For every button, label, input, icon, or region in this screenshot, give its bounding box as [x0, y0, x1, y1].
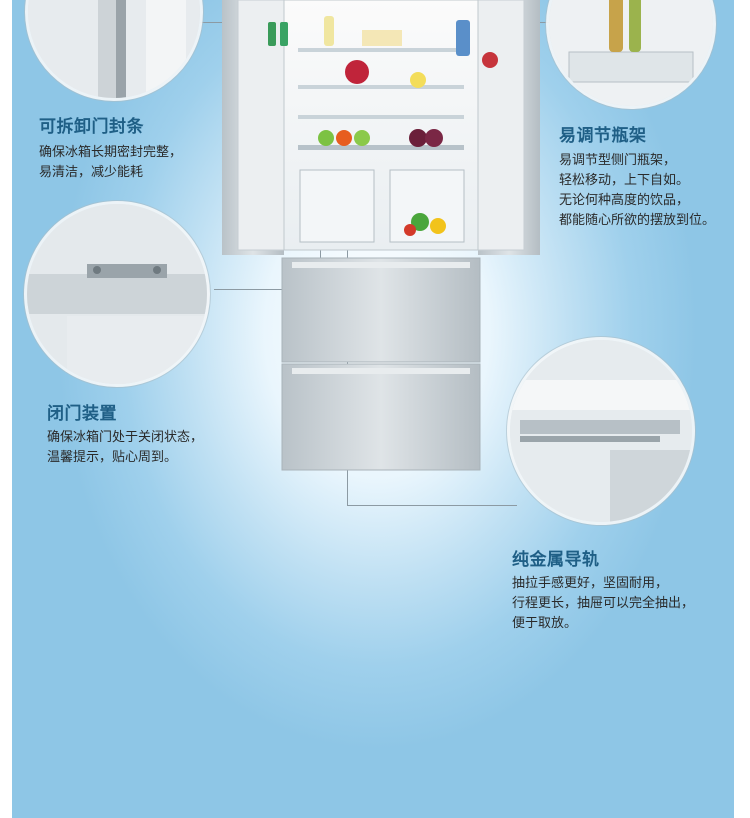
- feature-desc-line: 抽拉手感更好，坚固耐用，: [512, 576, 669, 591]
- freezer-drawer-top: [281, 257, 481, 363]
- pepper: [430, 218, 446, 234]
- grapes: [425, 129, 443, 147]
- feature-desc-line: 轻松移动，上下自如。: [559, 173, 690, 188]
- right-door-inner: [475, 0, 525, 251]
- apple: [318, 130, 334, 146]
- door-closer-photo: [27, 204, 207, 384]
- drawer-rail-photo-circle: [510, 340, 692, 522]
- crisper-drawer-right: [389, 169, 465, 243]
- apple: [336, 130, 352, 146]
- connector-line: [214, 289, 320, 290]
- fruit-bowl: [345, 60, 369, 84]
- bottle: [324, 16, 334, 46]
- feature-desc-metal-rail: 抽拉手感更好，坚固耐用， 行程更长，抽屉可以完全抽出， 便于取放。: [512, 574, 694, 634]
- feature-desc-door-close: 确保冰箱门处于关闭状态， 温馨提示，贴心周到。: [47, 428, 203, 468]
- bottle: [280, 22, 288, 46]
- feature-title-door-close: 闭门装置: [47, 404, 117, 424]
- feature-desc-line: 易清洁，减少能耗: [39, 165, 144, 180]
- shelf: [298, 85, 464, 89]
- feature-desc-line: 温馨提示，贴心周到。: [47, 450, 178, 465]
- jar: [482, 52, 498, 68]
- shelf: [298, 145, 464, 150]
- feature-desc-gasket: 确保冰箱长期密封完整， 易清洁，减少能耗: [39, 143, 182, 183]
- left-door-inner: [237, 0, 287, 251]
- freezer-drawer-bottom: [281, 363, 481, 471]
- vegetable: [411, 213, 429, 231]
- grapes: [409, 129, 427, 147]
- drawer-rail-photo: [510, 340, 692, 522]
- feature-desc-bottle-rack: 易调节型侧门瓶架， 轻松移动，上下自如。 无论何种高度的饮品， 都能随心所欲的摆…: [559, 151, 715, 231]
- food-box: [362, 30, 402, 46]
- feature-title-gasket: 可拆卸门封条: [39, 117, 144, 137]
- drawer-handle: [292, 262, 470, 268]
- shelf: [298, 48, 464, 52]
- lemon: [410, 72, 426, 88]
- feature-desc-line: 易调节型侧门瓶架，: [559, 153, 677, 168]
- drawer-handle: [292, 368, 470, 374]
- feature-desc-line: 便于取放。: [512, 616, 578, 631]
- feature-desc-line: 无论何种高度的饮品，: [559, 193, 690, 208]
- milk-carton: [456, 20, 470, 56]
- feature-desc-line: 确保冰箱长期密封完整，: [39, 145, 183, 160]
- apple: [354, 130, 370, 146]
- feature-title-bottle-rack: 易调节瓶架: [559, 126, 647, 146]
- shelf: [298, 115, 464, 119]
- feature-desc-line: 确保冰箱门处于关闭状态，: [47, 430, 204, 445]
- bottle: [268, 22, 276, 46]
- tomato: [404, 224, 416, 236]
- crisper-drawer-left: [299, 169, 375, 243]
- feature-desc-line: 行程更长，抽屉可以完全抽出，: [512, 596, 695, 611]
- connector-line: [347, 505, 517, 506]
- door-closer-photo-circle: [27, 204, 207, 384]
- feature-desc-line: 都能随心所欲的摆放到位。: [559, 213, 716, 228]
- feature-title-metal-rail: 纯金属导轨: [512, 550, 600, 570]
- refrigerator-illustration: [222, 0, 540, 471]
